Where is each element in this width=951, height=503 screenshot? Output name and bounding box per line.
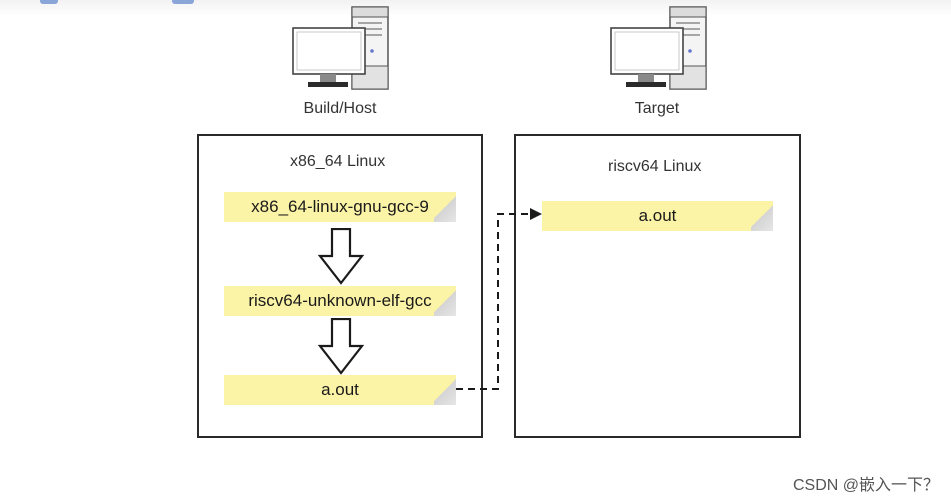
down-arrow-icon [317, 228, 365, 285]
top-edge-mark [40, 0, 58, 4]
arrowhead-icon [530, 208, 542, 220]
note-fold [434, 192, 456, 222]
host-step-label: x86_64-linux-gnu-gcc-9 [251, 197, 429, 216]
host-caption: Build/Host [303, 100, 377, 117]
target-step-binary: a.out [542, 201, 773, 231]
target-computer-icon [610, 6, 710, 92]
target-caption: Target [634, 100, 680, 117]
target-step-label: a.out [638, 206, 677, 225]
host-computer-icon [292, 6, 392, 92]
host-step-output-binary: a.out [224, 375, 456, 405]
watermark: CSDN @嵌入一下？ [792, 477, 939, 494]
note-fold [434, 375, 456, 405]
target-panel-title: riscv64 Linux [608, 158, 702, 175]
deploy-dashed-arrow [456, 208, 542, 390]
down-arrow-icon [317, 318, 365, 375]
top-fade [0, 0, 951, 16]
top-edge-mark [172, 0, 194, 4]
host-step-compiler-native: x86_64-linux-gnu-gcc-9 [224, 192, 456, 222]
host-step-cross-compiler: riscv64-unknown-elf-gcc [224, 286, 456, 316]
note-fold [751, 201, 773, 231]
note-fold [434, 286, 456, 316]
host-step-label: riscv64-unknown-elf-gcc [248, 291, 432, 310]
target-panel [514, 134, 801, 438]
host-step-label: a.out [321, 380, 359, 399]
host-panel-title: x86_64 Linux [290, 153, 386, 170]
